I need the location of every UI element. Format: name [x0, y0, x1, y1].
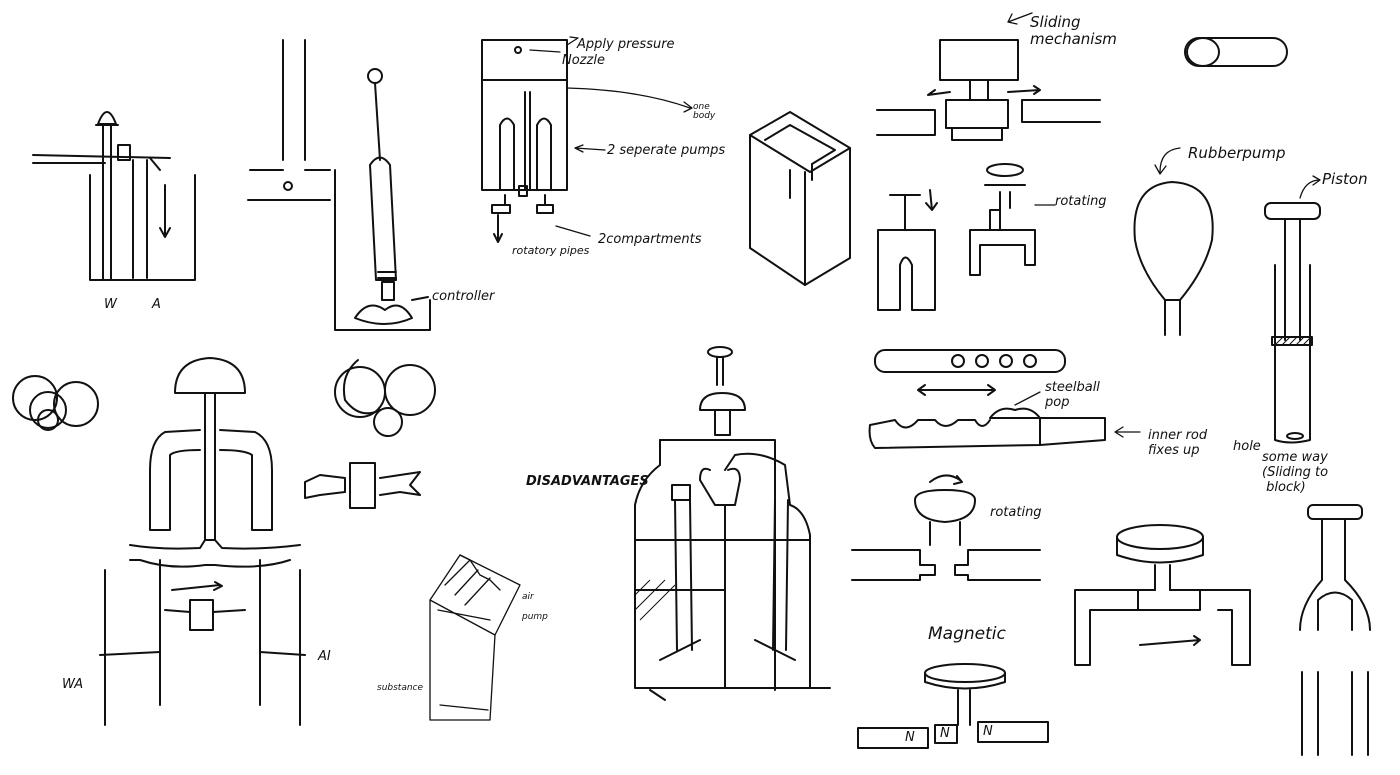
sketch-slider-arrow	[304, 462, 421, 509]
label-ai: AI	[318, 649, 331, 664]
sketch-two-pump-nozzle	[481, 36, 693, 243]
label-pump: pump	[522, 612, 548, 622]
label-magnet-n2: N	[940, 726, 950, 741]
label-piston: Piston	[1322, 170, 1368, 188]
label-magnet-n3: N	[983, 724, 993, 739]
sketch-glass-box	[429, 554, 521, 721]
sketch-tall-stand	[1299, 504, 1371, 756]
label-some-way: some way (Sliding to block)	[1262, 450, 1329, 495]
sketch-lock-pieces	[877, 163, 1056, 311]
label-rotatory-pipes: rotatory pipes	[512, 244, 590, 257]
label-magnetic: Magnetic	[928, 624, 1006, 644]
sketch-clover	[12, 359, 436, 437]
label-rotating-1: rotating	[1055, 194, 1107, 209]
sketch-slotted-rod	[868, 349, 1141, 449]
sketch-rubber-pump	[1133, 147, 1214, 336]
label-w: W	[104, 297, 117, 312]
sketch-dropper-controller	[247, 39, 431, 331]
label-apply-pressure: Apply pressure	[577, 37, 675, 52]
label-one-body: one body	[693, 102, 716, 121]
sketch-piston	[1264, 175, 1321, 444]
sketch-box-corner	[749, 111, 851, 286]
sketch-sliding-mechanism	[876, 12, 1101, 141]
label-rubber-pump: Rubberpump	[1188, 144, 1286, 162]
label-wa: WA	[62, 677, 84, 692]
sketch-slide-cap	[1074, 524, 1251, 666]
sketch-double-bottle	[634, 346, 831, 701]
label-disadvantages: DISADVANTAGES	[526, 474, 649, 489]
sketch-pill-toggle	[1184, 37, 1288, 67]
label-inner-rod: inner rod fixes up	[1148, 428, 1208, 458]
sketch-rotating-knob	[851, 474, 1041, 581]
label-nozzle: Nozzle	[562, 53, 605, 68]
label-magnet-n1: N	[905, 730, 915, 745]
label-rotating-2: rotating	[990, 505, 1042, 520]
label-steel-ball-pop: steelball pop	[1045, 380, 1100, 410]
sketch-dome-dispenser	[99, 357, 306, 726]
sketch-magnetic	[857, 663, 1049, 749]
label-controller: controller	[432, 289, 495, 304]
label-substance: substance	[377, 683, 424, 693]
label-hole: hole	[1233, 439, 1261, 454]
label-air: air	[522, 592, 534, 602]
sketch-dual-compartment-small	[32, 111, 196, 281]
label-two-compartments: 2compartments	[598, 232, 702, 247]
label-sliding-mechanism: Sliding mechanism	[1030, 13, 1117, 48]
label-a: A	[152, 297, 161, 312]
label-two-pumps: 2 seperate pumps	[607, 143, 726, 158]
